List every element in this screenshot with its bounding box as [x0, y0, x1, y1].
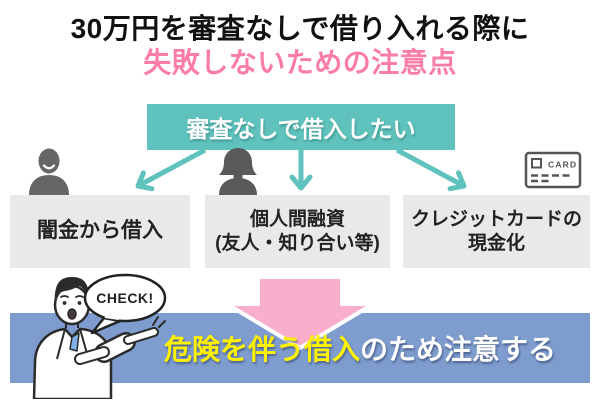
option-label: 闇金から借入 — [37, 219, 163, 243]
option-label-line2: (友人・知り合い等) — [215, 232, 380, 254]
credit-card-icon: CARD — [524, 151, 582, 189]
presenter-illustration: CHECK! — [32, 273, 167, 399]
title-line2: 失敗しないための注意点 — [143, 46, 457, 78]
person-male-icon — [29, 148, 69, 195]
option-box-yamikin: 闇金から借入 — [10, 195, 190, 268]
card-icon-label: CARD — [548, 160, 577, 170]
conclusion-rest: のため注意する — [360, 334, 557, 365]
source-box: 審査なしで借入したい — [147, 104, 455, 150]
down-arrow-icon — [225, 275, 375, 350]
page-title: 30万円を審査なしで借り入れる際に 失敗しないための注意点 — [0, 12, 600, 79]
branch-arrows-icon — [135, 148, 467, 192]
source-label: 審査なしで借入したい — [186, 116, 416, 142]
person-female-icon — [219, 148, 257, 195]
conclusion-text: 危険を伴う借入のため注意する — [130, 313, 590, 383]
option-label-line1: クレジットカードの — [410, 208, 582, 230]
option-label-line1: 個人間融資 — [249, 208, 345, 230]
speech-bubble-label: CHECK! — [96, 290, 153, 306]
option-box-kojinkan: 個人間融資 (友人・知り合い等) — [205, 195, 390, 268]
title-line1: 30万円を審査なしで借り入れる際に — [70, 13, 530, 44]
option-box-creditcard: クレジットカードの 現金化 — [403, 195, 590, 268]
conclusion-highlight: 危険を伴う借入 — [163, 334, 360, 365]
option-label-line2: 現金化 — [467, 232, 525, 254]
